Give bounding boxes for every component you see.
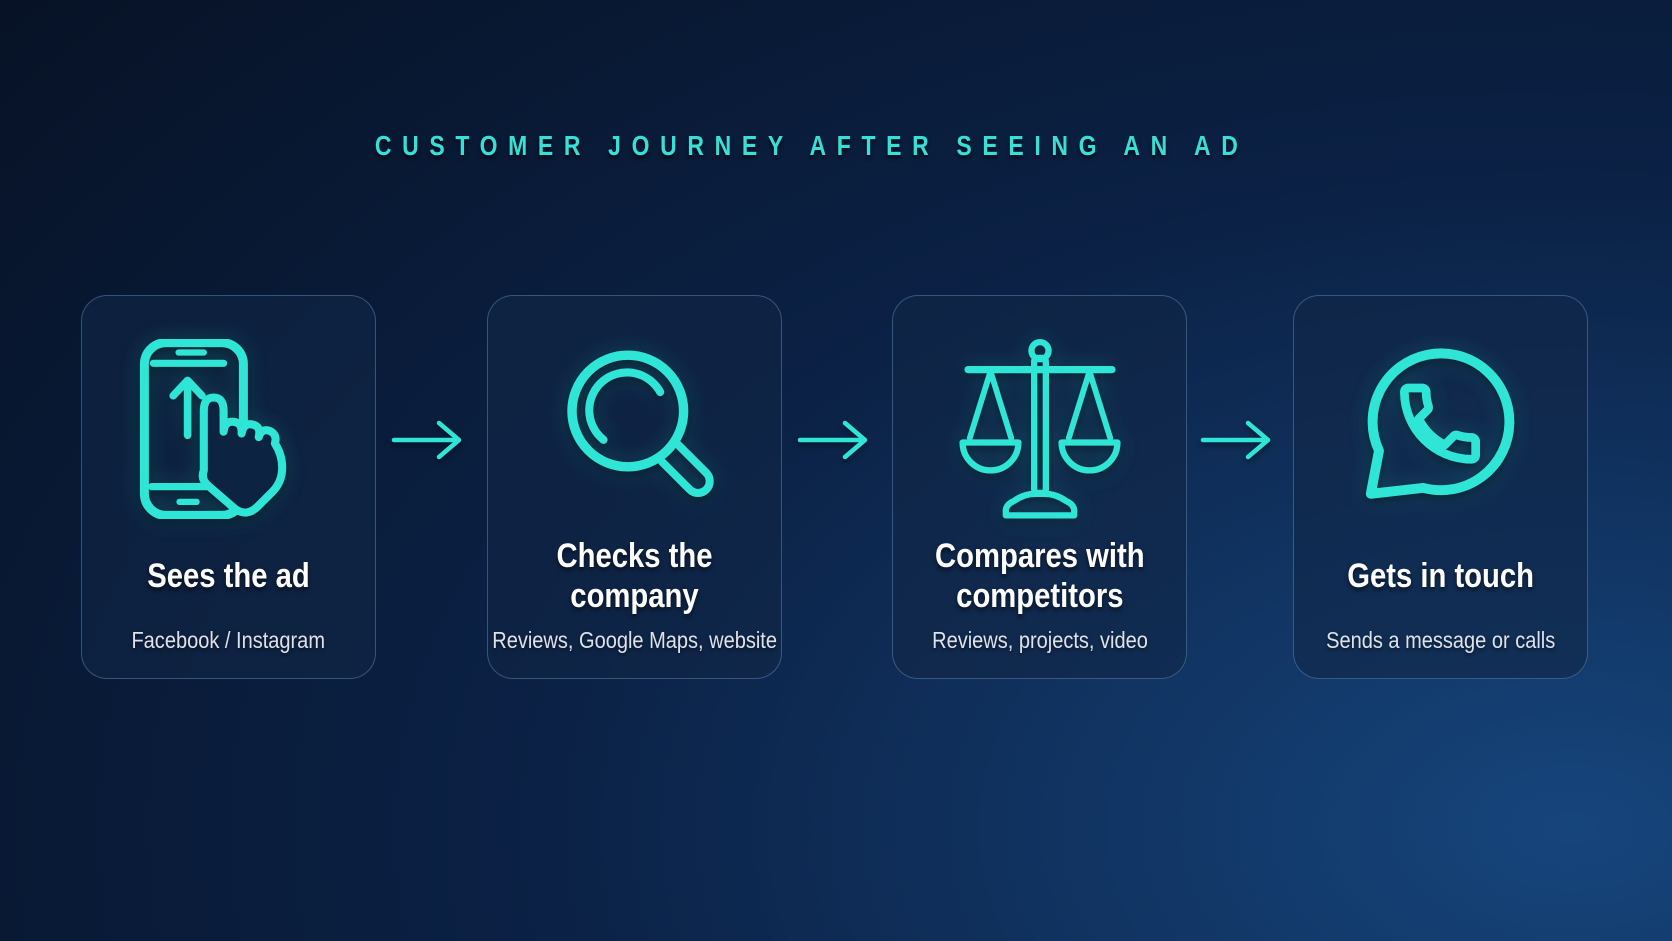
page-title-text: CUSTOMER JOURNEY AFTER SEEING AN AD <box>375 130 1249 161</box>
tap-hand-shape <box>198 393 286 517</box>
magnifying-glass-icon <box>566 350 714 497</box>
whatsapp-icon <box>1365 348 1514 499</box>
step-title: Compares with competitors <box>934 537 1145 615</box>
arrow-right-icon <box>391 420 462 460</box>
arrow-right-icon <box>797 420 868 460</box>
step-subtitle: Reviews, Google Maps, website <box>492 627 777 653</box>
step-icon-wrap <box>1351 336 1531 522</box>
step-subtitle: Sends a message or calls <box>1325 627 1556 653</box>
step-title: Gets in touch <box>1347 557 1534 595</box>
step-icon-wrap <box>139 336 319 522</box>
phone-tap-icon <box>139 339 286 519</box>
flow-arrow-2 <box>797 418 877 462</box>
step-card-compares-with-competitors: Compares with competitors Reviews, proje… <box>892 295 1187 679</box>
flow-arrow-1 <box>391 418 471 462</box>
step-title: Checks the company <box>556 537 713 615</box>
step-subtitle: Reviews, projects, video <box>931 627 1148 653</box>
step-card-sees-the-ad: Sees the ad Facebook / Instagram <box>81 295 376 679</box>
phone-handset-shape <box>1399 383 1480 464</box>
step-card-checks-the-company: Checks the company Reviews, Google Maps,… <box>487 295 782 679</box>
balance-scale-icon <box>958 339 1121 519</box>
step-icon-wrap <box>950 336 1130 522</box>
step-card-gets-in-touch: Gets in touch Sends a message or calls <box>1293 295 1588 679</box>
arrow-right-icon <box>1200 420 1271 460</box>
page-title: CUSTOMER JOURNEY AFTER SEEING AN AD <box>0 130 1672 162</box>
flow-arrow-3 <box>1200 418 1280 462</box>
step-subtitle: Facebook / Instagram <box>131 627 326 653</box>
step-icon-wrap <box>545 336 725 522</box>
magnifier-handle <box>657 441 714 497</box>
step-title: Sees the ad <box>147 557 310 595</box>
